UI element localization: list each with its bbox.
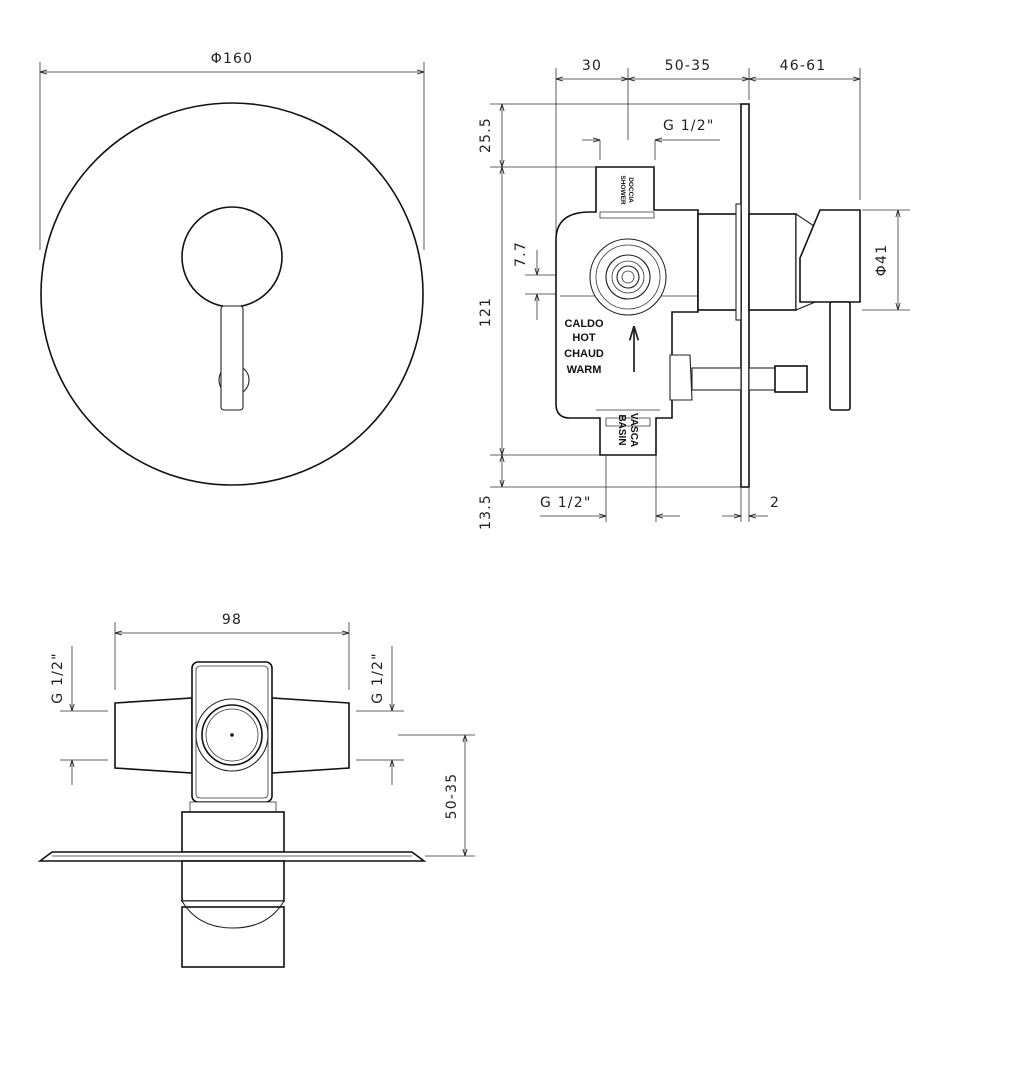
inlet-ring-mid xyxy=(201,704,263,766)
inlet-port-ring-2 xyxy=(605,254,651,300)
diverter-knob xyxy=(774,365,808,393)
sleeve-flange xyxy=(735,203,742,321)
thread-left-label: G 1/2" xyxy=(50,652,66,703)
lever-handle xyxy=(220,305,244,411)
dim-121-label: 121 xyxy=(478,297,494,327)
handle-neck-top xyxy=(181,900,285,929)
inlet-label-4: WARM xyxy=(567,364,602,376)
handle-knob-outline xyxy=(181,206,283,308)
inlet-ring-inner xyxy=(205,708,259,762)
inlet-port-ring-4 xyxy=(616,265,640,289)
outlet-left-top xyxy=(114,697,193,774)
diverter-spindle xyxy=(691,367,742,391)
thread-top-label: G 1/2" xyxy=(663,118,714,134)
dim-41-label: Φ41 xyxy=(874,244,890,276)
outlet-bottom-label-group: VASCA BASIN xyxy=(616,413,639,447)
diverter-nut xyxy=(669,354,693,401)
plate-thickness-label: 2 xyxy=(770,495,780,511)
center-dot xyxy=(230,733,234,737)
inlet-port xyxy=(589,238,667,316)
dim-30-label: 30 xyxy=(582,58,602,74)
front-view: Φ160 xyxy=(39,51,425,486)
inlet-port-ring-1 xyxy=(595,244,661,310)
dim-13-5-label: 13.5 xyxy=(478,494,494,530)
outlet-bottom-collar xyxy=(605,417,651,427)
outlet-top-label-2: SHOWER xyxy=(619,175,626,205)
dim-50-35-label: 50-35 xyxy=(665,58,712,74)
side-view: 30 50-35 46-61 25.5 121 13.5 7.7 G 1/2" xyxy=(478,58,910,530)
top-view: 98 G 1/2" G 1/2" 50-35 xyxy=(37,612,475,968)
outlet-top-label-1: DOCCIA xyxy=(627,177,634,203)
inlet-port-ring-5 xyxy=(621,270,635,284)
front-diameter-label: Φ160 xyxy=(211,51,254,67)
dim-98-label: 98 xyxy=(222,612,242,628)
cartridge-sleeve xyxy=(697,213,742,311)
inlet-port-outer xyxy=(589,238,667,316)
inlet-label-2: HOT xyxy=(572,332,596,344)
outlet-top-collar xyxy=(599,211,655,219)
dim-7-7-label: 7.7 xyxy=(513,241,529,267)
diverter-spindle-ext xyxy=(748,367,776,391)
outlet-top-label-group: DOCCIA SHOWER xyxy=(619,175,634,205)
dim-46-61-label: 46-61 xyxy=(780,58,827,74)
inlet-port-ring-3 xyxy=(611,260,645,294)
dim-25-5-label: 25.5 xyxy=(478,117,494,153)
handle-base-top xyxy=(181,860,285,902)
cover-plate-outline xyxy=(40,102,424,486)
outlet-right-top xyxy=(271,697,350,774)
inlet-label-3: CHAUD xyxy=(564,348,604,360)
inlet-label-1: CALDO xyxy=(564,318,604,330)
thread-right-label: G 1/2" xyxy=(370,652,386,703)
cover-plate-side xyxy=(740,103,750,488)
handle-head-top xyxy=(181,906,285,968)
thread-bottom-label: G 1/2" xyxy=(540,495,591,511)
dim-depth-label: 50-35 xyxy=(444,773,460,820)
handle-base xyxy=(748,213,797,311)
cover-plate-top xyxy=(37,851,427,862)
outlet-bottom-label-1: VASCA xyxy=(628,413,639,447)
body-collar xyxy=(189,801,277,813)
outlet-bottom-label-2: BASIN xyxy=(616,414,627,445)
sleeve-top xyxy=(181,811,285,853)
handle-lever-side xyxy=(829,301,851,411)
